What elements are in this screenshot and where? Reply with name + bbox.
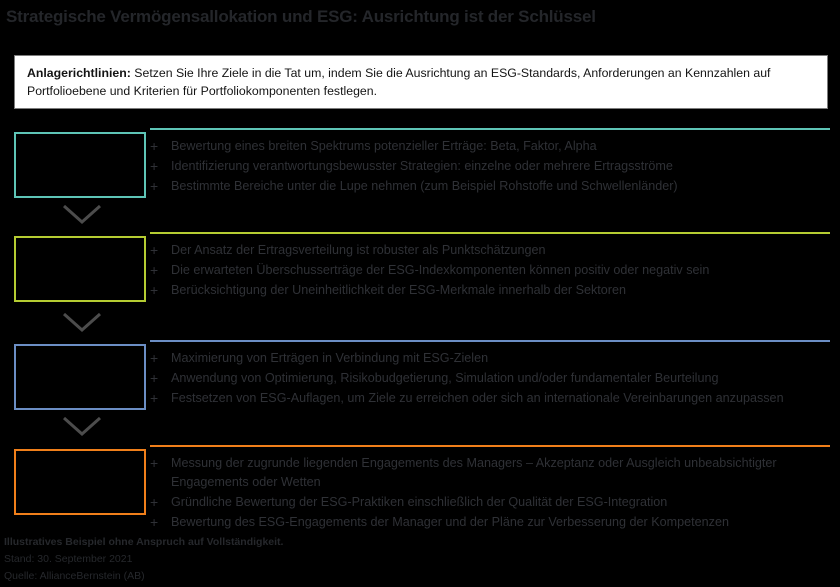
stage-box-1 <box>14 132 146 198</box>
guideline-panel: Anlagerichtlinien: Setzen Sie Ihre Ziele… <box>14 55 828 109</box>
list-item: + Bestimmte Bereiche unter die Lupe nehme… <box>150 177 830 196</box>
list-item-text: Der Ansatz der Ertragsverteilung ist rob… <box>171 243 546 257</box>
footnotes: Illustratives Beispiel ohne Anspruch auf… <box>4 534 604 585</box>
plus-icon: + <box>150 138 159 154</box>
list-item-text: Messung der zugrunde liegenden Engagemen… <box>171 456 777 489</box>
guideline-body: Setzen Sie Ihre Ziele in die Tat um, ind… <box>27 66 771 98</box>
chevron-down-icon-2 <box>62 312 102 332</box>
list-item-text: Festsetzen von ESG-Auflagen, um Ziele zu… <box>171 391 784 405</box>
list-item: + Identifizierung verantwortungsbewusster… <box>150 157 830 176</box>
footnote-source: Quelle: AllianceBernstein (AB) <box>4 570 145 582</box>
list-item-text: Bewertung eines breiten Spektrums potenz… <box>171 139 597 153</box>
list-item: + Berücksichtigung der Uneinheitlichkeit … <box>150 281 830 300</box>
plus-icon: + <box>150 242 159 258</box>
list-item: + Bewertung des ESG-Engagements der Manag… <box>150 513 830 532</box>
plus-icon: + <box>150 282 159 298</box>
plus-icon: + <box>150 262 159 278</box>
chevron-down-icon-3 <box>62 416 102 436</box>
list-item-text: Die erwarteten Überschusserträge der ESG… <box>171 263 710 277</box>
footnote-disclaimer: Illustratives Beispiel ohne Anspruch auf… <box>4 536 284 548</box>
list-item: + Der Ansatz der Ertragsverteilung ist ro… <box>150 241 830 260</box>
list-item-text: Gründliche Bewertung der ESG-Praktiken e… <box>171 495 668 509</box>
footnote-date: Stand: 30. September 2021 <box>4 553 133 565</box>
plus-icon: + <box>150 514 159 530</box>
stage-bullets-3: + Maximierung von Erträgen in Verbindung … <box>150 340 830 409</box>
list-item-text: Maximierung von Erträgen in Verbindung m… <box>171 351 489 365</box>
list-item: + Maximierung von Erträgen in Verbindung … <box>150 349 830 368</box>
list-item-text: Anwendung von Optimierung, Risikobudgeti… <box>171 371 719 385</box>
stage-box-4 <box>14 449 146 515</box>
guideline-label: Anlagerichtlinien: <box>27 66 131 80</box>
plus-icon: + <box>150 178 159 194</box>
list-item-text: Identifizierung verantwortungsbewusster … <box>171 159 673 173</box>
stage-bullets-1: + Bewertung eines breiten Spektrums poten… <box>150 128 830 197</box>
list-item-text: Berücksichtigung der Uneinheitlichkeit d… <box>171 283 626 297</box>
guideline-text: Anlagerichtlinien: Setzen Sie Ihre Ziele… <box>27 64 815 100</box>
plus-icon: + <box>150 494 159 510</box>
list-item: + Messung der zugrunde liegenden Engageme… <box>150 454 830 492</box>
plus-icon: + <box>150 455 159 471</box>
list-item: + Bewertung eines breiten Spektrums poten… <box>150 137 830 156</box>
list-item-text: Bewertung des ESG-Engagements der Manage… <box>171 515 729 529</box>
page-title: Strategische Vermögensallokation und ESG… <box>6 7 596 26</box>
list-item: + Die erwarteten Überschusserträge der ES… <box>150 261 830 280</box>
plus-icon: + <box>150 370 159 386</box>
stage-box-3 <box>14 344 146 410</box>
list-item: + Festsetzen von ESG-Auflagen, um Ziele z… <box>150 389 830 408</box>
plus-icon: + <box>150 350 159 366</box>
plus-icon: + <box>150 158 159 174</box>
plus-icon: + <box>150 390 159 406</box>
stage-box-2 <box>14 236 146 302</box>
list-item-text: Bestimmte Bereiche unter die Lupe nehmen… <box>171 179 678 193</box>
stage-bullets-2: + Der Ansatz der Ertragsverteilung ist ro… <box>150 232 830 301</box>
stage-bullets-4: + Messung der zugrunde liegenden Engageme… <box>150 445 830 533</box>
chevron-down-icon-1 <box>62 204 102 224</box>
list-item: + Gründliche Bewertung der ESG-Praktiken … <box>150 493 830 512</box>
list-item: + Anwendung von Optimierung, Risikobudget… <box>150 369 830 388</box>
